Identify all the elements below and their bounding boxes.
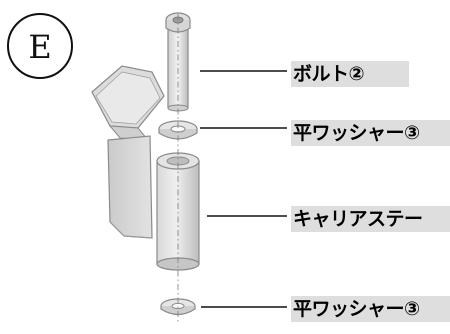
label-bottom-washer: 平ワッシャー③	[291, 296, 450, 322]
bracket-illustration	[91, 65, 165, 239]
label-bolt: ボルト②	[291, 61, 409, 87]
carrier-stay-illustration	[156, 152, 200, 271]
step-marker: E	[7, 13, 73, 79]
label-top-washer: 平ワッシャー③	[291, 120, 450, 146]
step-letter: E	[28, 28, 51, 66]
bolt-illustration	[165, 12, 191, 112]
label-carrier-stay: キャリアステー	[291, 206, 450, 232]
